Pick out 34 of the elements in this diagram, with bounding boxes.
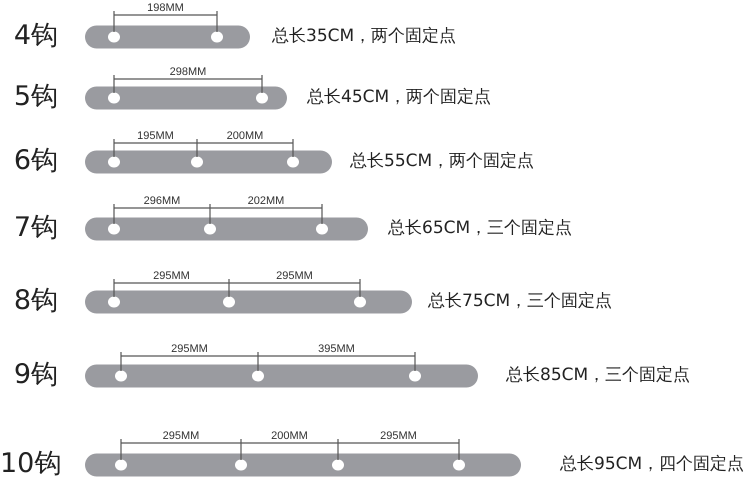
hook-count-label: 6钩: [12, 147, 58, 174]
length-description: 总长45CM，两个固定点: [307, 89, 492, 106]
hook-count-label: 10钩: [0, 450, 58, 477]
hook-count-label: 9钩: [12, 361, 58, 388]
dimension-label: 198MM: [147, 3, 184, 14]
mounting-bar: [85, 454, 521, 476]
dimension-label: 200MM: [271, 431, 308, 442]
dimension-label: 295MM: [162, 431, 200, 442]
length-description: 总长35CM，两个固定点: [272, 28, 456, 45]
dimension-label: 295MM: [380, 431, 417, 442]
dimension-label: 395MM: [318, 344, 355, 355]
hook-count-label: 7钩: [12, 214, 58, 241]
hook-count-label: 5钩: [12, 83, 58, 110]
hook-count-label: 8钩: [12, 287, 58, 314]
mounting-bar: [85, 86, 287, 110]
mounting-bar: [85, 218, 368, 240]
length-description: 总长85CM，三个固定点: [506, 367, 690, 384]
dimension-label: 295MM: [153, 271, 190, 282]
mounting-bar: [85, 150, 332, 174]
dimension-label: 295MM: [276, 271, 313, 282]
dimension-label: 202MM: [248, 196, 284, 207]
mounting-bar: [85, 290, 412, 314]
dimension-label: 298MM: [170, 67, 206, 78]
mounting-bar: [85, 26, 250, 48]
length-description: 总长75CM，三个固定点: [428, 293, 612, 310]
dimension-label: 296MM: [144, 196, 180, 207]
dimension-label: 295MM: [171, 344, 208, 355]
length-description: 总长55CM，两个固定点: [350, 153, 534, 170]
dimension-label: 195MM: [137, 131, 174, 142]
mounting-bar: [85, 364, 478, 388]
length-description: 总长95CM，四个固定点: [560, 456, 744, 473]
dimension-label: 200MM: [226, 131, 264, 142]
length-description: 总长65CM，三个固定点: [388, 220, 572, 237]
hook-count-label: 4钩: [12, 22, 58, 49]
